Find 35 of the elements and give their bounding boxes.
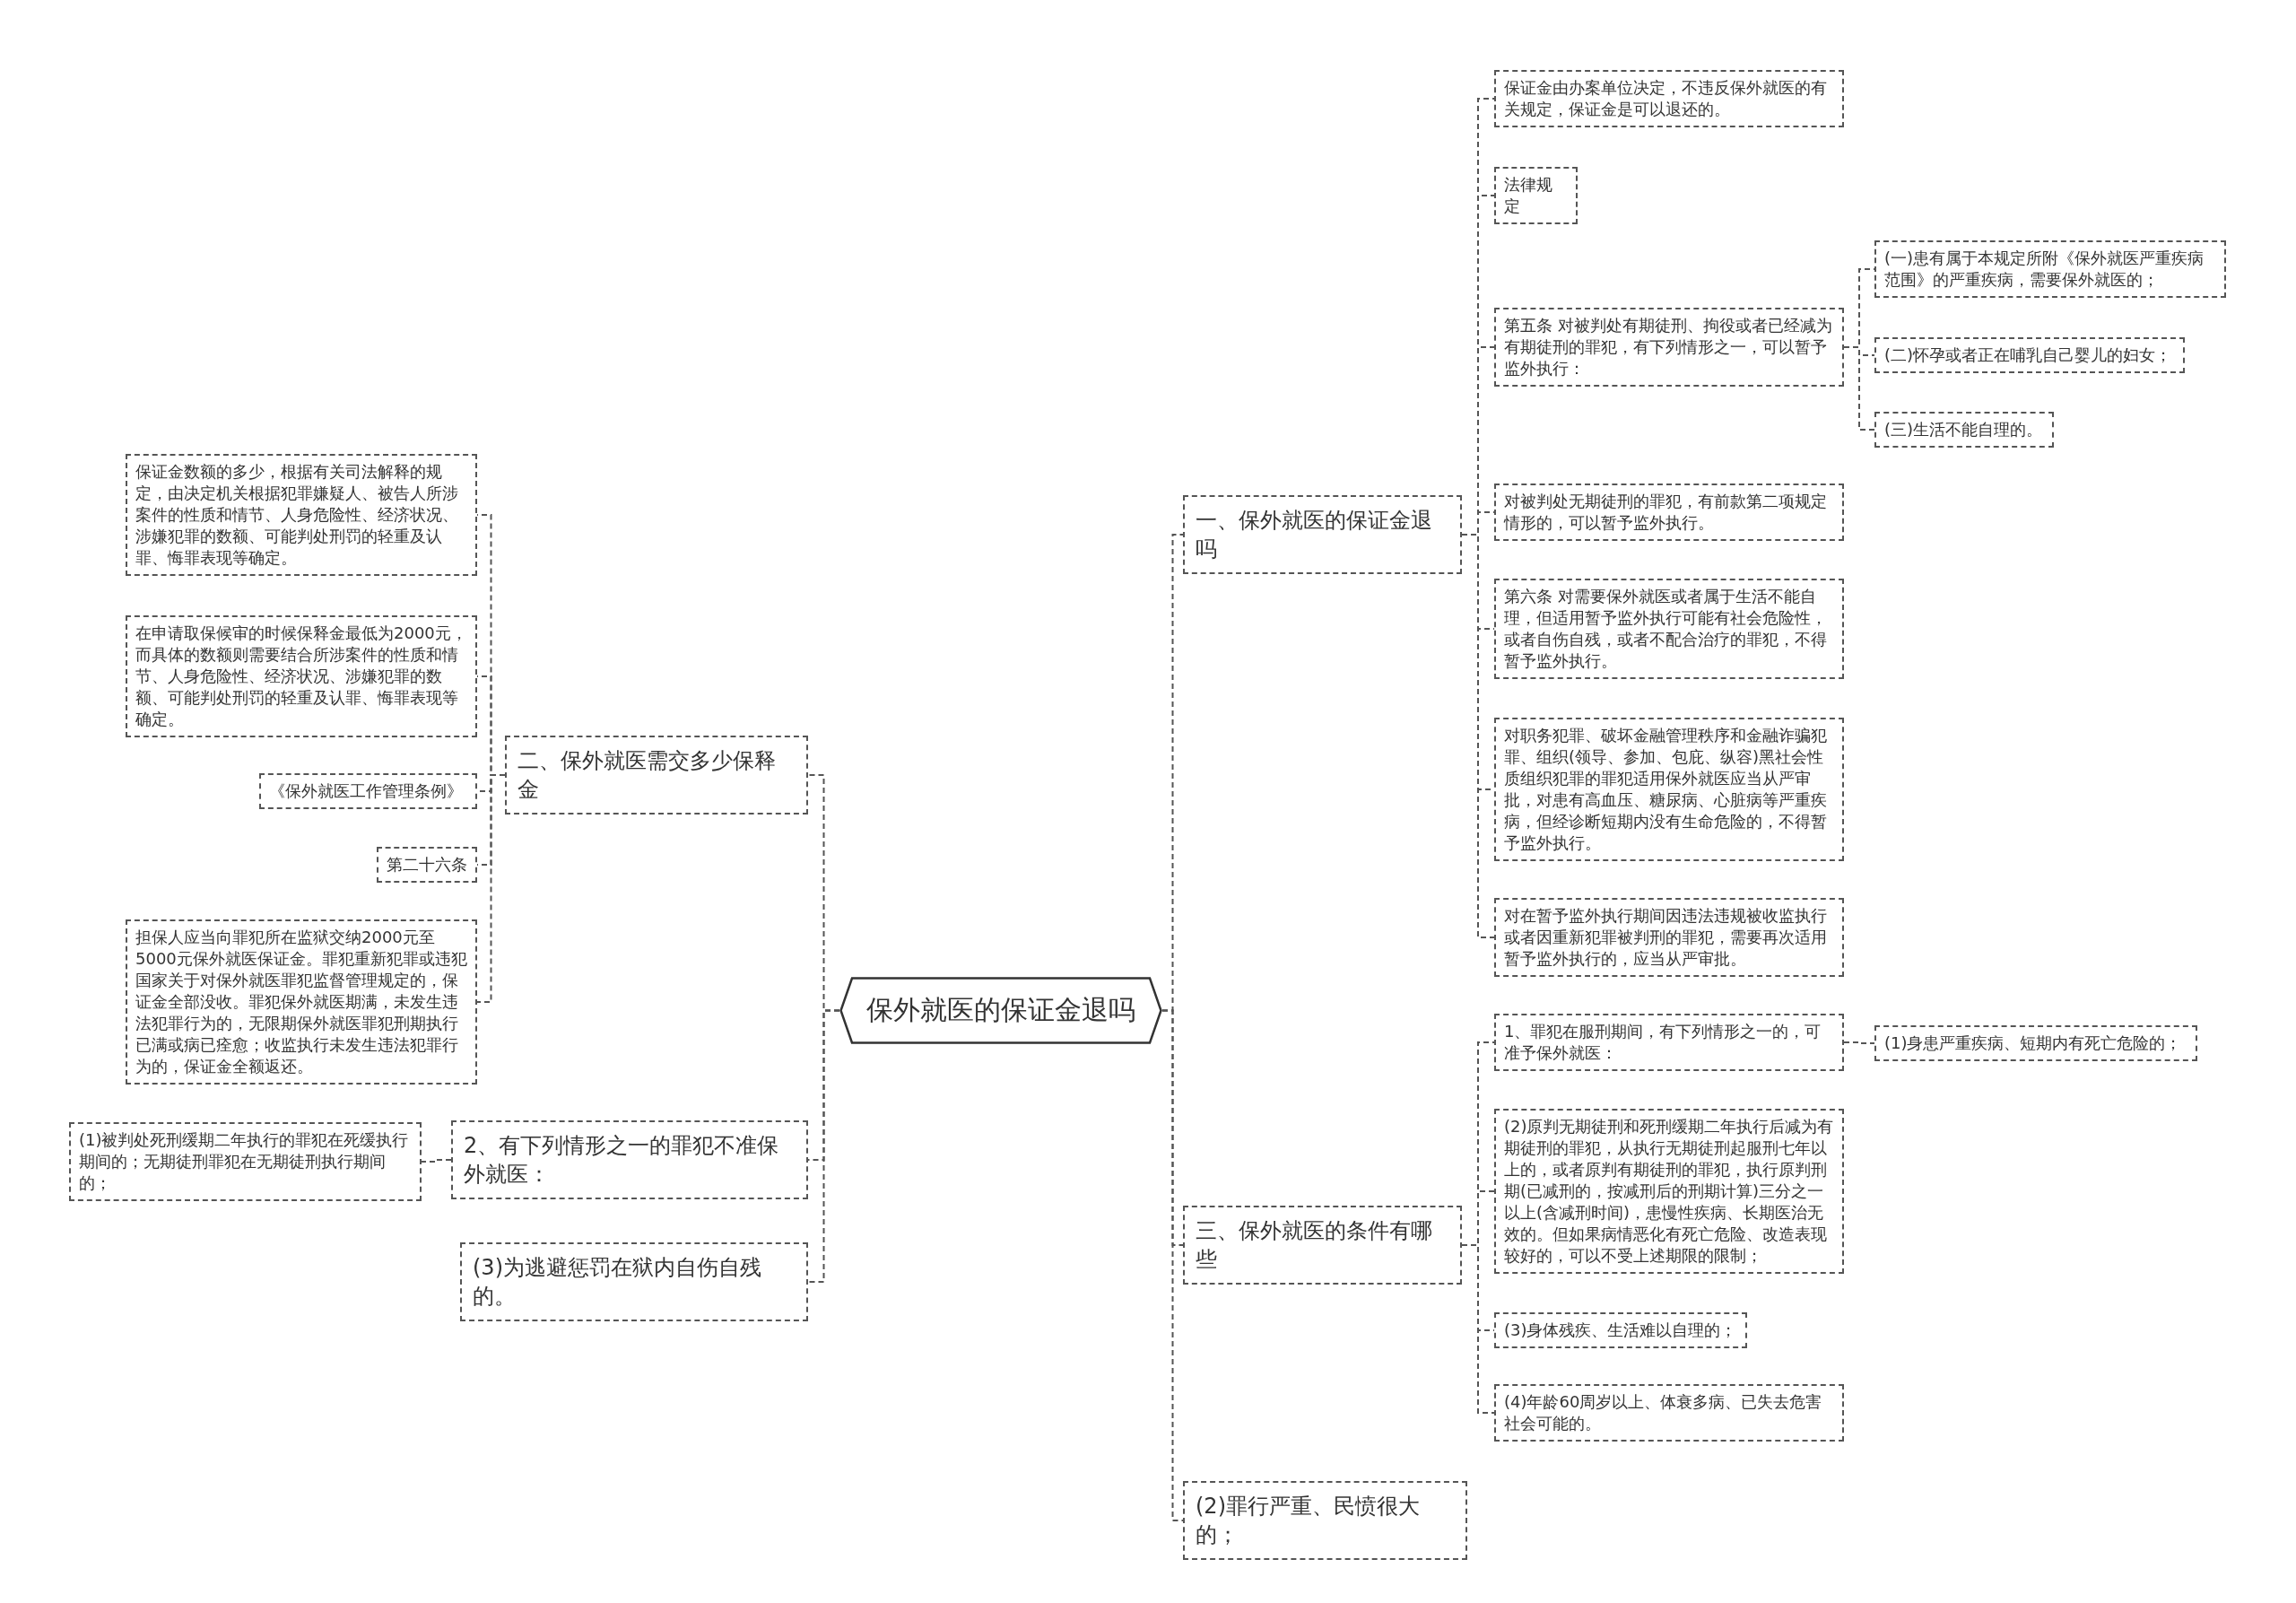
- text-box: (3)身体残疾、生活难以自理的；: [1494, 1312, 1747, 1348]
- branch-box: (3)为逃避惩罚在狱内自伤自残的。: [460, 1242, 808, 1321]
- text-box: (2)原判无期徒刑和死刑缓期二年执行后减为有期徒刑的罪犯，从执行无期徒刑起服刑七年以上的，或者原判有期徒刑的罪犯，执行原判刑期(已减刑的，按减刑后的刑期计算)三分之一以上(含减刑时间)，患慢性疾病、长期医治无效的。但如果病情恶化有死亡危险、改造表现较好的，可以不受上述期限的限制；: [1494, 1109, 1844, 1274]
- text-box: (1)被判处死刑缓期二年执行的罪犯在死缓执行期间的；无期徒刑罪犯在无期徒刑执行期间的；: [69, 1122, 422, 1201]
- text-box: 第六条 对需要保外就医或者属于生活不能自理，但适用暂予监外执行可能有社会危险性，或者自伤自残，或者不配合治疗的罪犯，不得暂予监外执行。: [1494, 579, 1844, 679]
- text-box: (三)生活不能自理的。: [1874, 412, 2054, 448]
- connector-line: [1161, 1009, 1184, 1521]
- text-box: 《保外就医工作管理条例》: [259, 773, 477, 809]
- text-box: 保证金数额的多少，根据有关司法解释的规定，由决定机关根据犯罪嫌疑人、被告人所涉案件的性质和情节、人身危险性、经济状况、涉嫌犯罪的数额、可能判处刑罚的轻重及认罪、悔罪表现等确定。: [126, 454, 477, 576]
- text-box: (一)患有属于本规定所附《保外就医严重疾病范围》的严重疾病，需要保外就医的；: [1874, 240, 2226, 298]
- text-box: 对被判处无期徒刑的罪犯，有前款第二项规定情形的，可以暂予监外执行。: [1494, 484, 1844, 541]
- topic-hexagon: 保外就医的保证金退吗: [839, 977, 1162, 1044]
- branch-box: 2、有下列情形之一的罪犯不准保外就医：: [451, 1120, 808, 1199]
- text-box: 第二十六条: [377, 847, 477, 883]
- branch-box: 一、保外就医的保证金退吗: [1183, 495, 1462, 574]
- text-box: 在申请取保候审的时候保释金最低为2000元，而具体的数额则需要结合所涉案件的性质和情节、人身危险性、经济状况、涉嫌犯罪的数额、可能判处刑罚的轻重及认罪、悔罪表现等确定。: [126, 615, 477, 737]
- connector-line: [476, 774, 506, 1003]
- text-box: (二)怀孕或者正在哺乳自己婴儿的妇女；: [1874, 337, 2185, 373]
- text-box: 第五条 对被判处有期徒刑、拘役或者已经减为有期徒刑的罪犯，有下列情形之一，可以暂予监外执行：: [1494, 308, 1844, 387]
- text-box: 1、罪犯在服刑期间，有下列情形之一的，可准予保外就医：: [1494, 1014, 1844, 1071]
- text-box: 保证金由办案单位决定，不违反保外就医的有关规定，保证金是可以退还的。: [1494, 70, 1844, 127]
- connector-line: [807, 1009, 840, 1283]
- branch-box: (2)罪行严重、民愤很大的；: [1183, 1481, 1467, 1560]
- branch-box: 二、保外就医需交多少保释金: [505, 736, 808, 815]
- text-box: 对在暂予监外执行期间因违法违规被收监执行或者因重新犯罪被判刑的罪犯，需要再次适用暂予监外执行的，应当从严审批。: [1494, 898, 1844, 977]
- text-box: 法律规定: [1494, 167, 1578, 224]
- connector-line: [1843, 1041, 1875, 1044]
- text-box: (4)年龄60周岁以上、体衰多病、已失去危害社会可能的。: [1494, 1384, 1844, 1442]
- branch-box: 三、保外就医的条件有哪些: [1183, 1206, 1462, 1285]
- connector-line: [1461, 1244, 1495, 1414]
- connector-line: [1843, 346, 1875, 431]
- text-box: 担保人应当向罪犯所在监狱交纳2000元至5000元保外就医保证金。罪犯重新犯罪或违犯国家关于对保外就医罪犯监督管理规定的，保证金全部没收。罪犯保外就医期满，未发生违法犯罪行为的，无限期保外就医罪犯刑期执行已满或病已痊愈；收监执行未发生违法犯罪行为的，保证金全额返还。: [126, 919, 477, 1085]
- text-box: (1)身患严重疾病、短期内有死亡危险的；: [1874, 1025, 2197, 1061]
- text-box: 对职务犯罪、破坏金融管理秩序和金融诈骗犯罪、组织(领导、参加、包庇、纵容)黑社会性质组织犯罪的罪犯适用保外就医应当从严审批，对患有高血压、糖尿病、心脏病等严重疾病，但经诊断短期内没有生命危险的，不得暂予监外执行。: [1494, 718, 1844, 861]
- connector-line: [421, 1159, 452, 1163]
